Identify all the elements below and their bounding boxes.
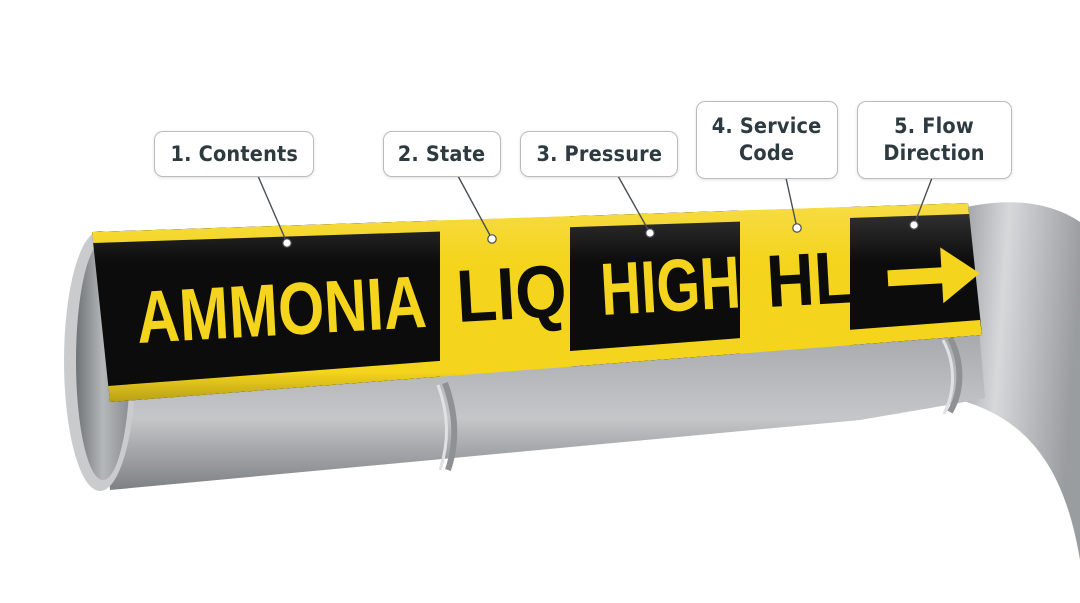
callout-state-label: 2. State (398, 141, 486, 166)
anchor-dot-pressure (645, 228, 655, 238)
callout-pressure-label: 3. Pressure (536, 141, 662, 166)
anchor-dot-service-code (792, 223, 802, 233)
callout-contents: 1. Contents (154, 131, 314, 177)
callout-contents-label: 1. Contents (170, 141, 298, 166)
coupling-left (442, 381, 458, 471)
callout-service-code: 4. Service Code (696, 101, 838, 179)
pipe-elbow (948, 202, 1080, 560)
pipe-marker-text: AMMONIA LIQ HIGH HL (134, 235, 856, 359)
callout-leaders (257, 175, 933, 244)
marker-state-text: LIQ (454, 249, 568, 338)
marker-pressure-text: HIGH (598, 240, 742, 331)
leader-line-state (457, 175, 493, 240)
marker-service-code-text: HL (764, 235, 856, 323)
callout-pressure: 3. Pressure (520, 131, 678, 177)
anchor-dot-flow (909, 220, 919, 230)
anchor-dot-contents (282, 238, 292, 248)
callout-state: 2. State (383, 131, 501, 177)
leader-line-service-code (785, 177, 798, 229)
callout-anchor-dots (282, 220, 919, 248)
marker-contents-text: AMMONIA (134, 260, 428, 359)
callout-flow-direction: 5. Flow Direction (857, 101, 1012, 179)
coupling-right (947, 336, 963, 414)
anchor-dot-state (487, 234, 497, 244)
callout-flow-direction-label: 5. Flow Direction (883, 114, 986, 165)
callout-service-code-label: 4. Service Code (712, 114, 822, 165)
leader-line-contents (257, 175, 288, 244)
leader-line-pressure (617, 175, 651, 234)
right-arrow-icon (887, 247, 980, 304)
leader-line-flow (913, 177, 933, 226)
